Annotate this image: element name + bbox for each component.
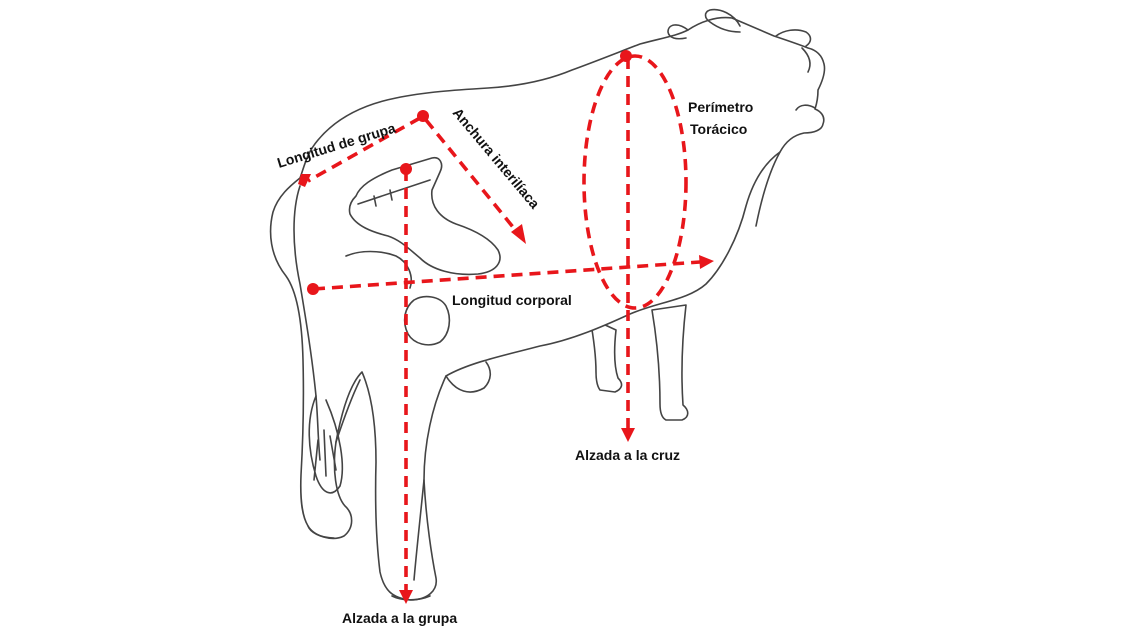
- alzada-cruz-arrowhead: [621, 428, 635, 442]
- longitud-grupa-line: [307, 116, 421, 183]
- label-perimetro-line1: Perímetro: [688, 99, 753, 115]
- label-perimetro-line2: Torácico: [690, 121, 747, 137]
- cow-ear: [704, 8, 741, 33]
- cow-muzzle: [795, 47, 816, 111]
- cow-far-front-leg: [651, 304, 689, 421]
- perimetro-toracico-dot: [620, 50, 632, 62]
- cow-hoof-right: [391, 595, 431, 601]
- longitud-corporal-dot: [307, 283, 319, 295]
- cow-pelvis-detail: [357, 179, 431, 207]
- longitud-grupa-dot: [417, 110, 429, 122]
- longitud-corporal-line: [313, 260, 701, 291]
- alzada-grupa-arrowhead: [399, 590, 413, 604]
- cow-horn-left: [667, 24, 689, 40]
- label-alzada-grupa: Alzada a la grupa: [342, 610, 457, 626]
- cow-ear-far: [775, 29, 812, 47]
- measurement-overlay: [298, 50, 714, 604]
- cow-pelvis-lower: [345, 250, 412, 289]
- cow-pelvis-bone: [348, 156, 501, 276]
- perimetro-toracico-ellipse: [582, 54, 688, 310]
- cow-far-hind-leg: [589, 317, 623, 393]
- alzada-grupa-dot: [400, 163, 412, 175]
- cow-hoof-left: [307, 525, 335, 539]
- label-longitud-corporal: Longitud corporal: [452, 292, 572, 308]
- cow-neck-line: [755, 151, 781, 227]
- longitud-grupa-arrowhead: [298, 174, 311, 187]
- longitud-corporal-arrowhead: [699, 255, 714, 269]
- anchura-interiliaca-line: [424, 118, 519, 234]
- anchura-interiliaca-arrowhead: [511, 224, 526, 244]
- cow-tail-switch: [308, 395, 344, 494]
- cow-hip-joint: [403, 295, 451, 346]
- cow-udder: [445, 361, 492, 393]
- cow-tail: [293, 185, 321, 461]
- label-alzada-cruz: Alzada a la cruz: [575, 447, 680, 463]
